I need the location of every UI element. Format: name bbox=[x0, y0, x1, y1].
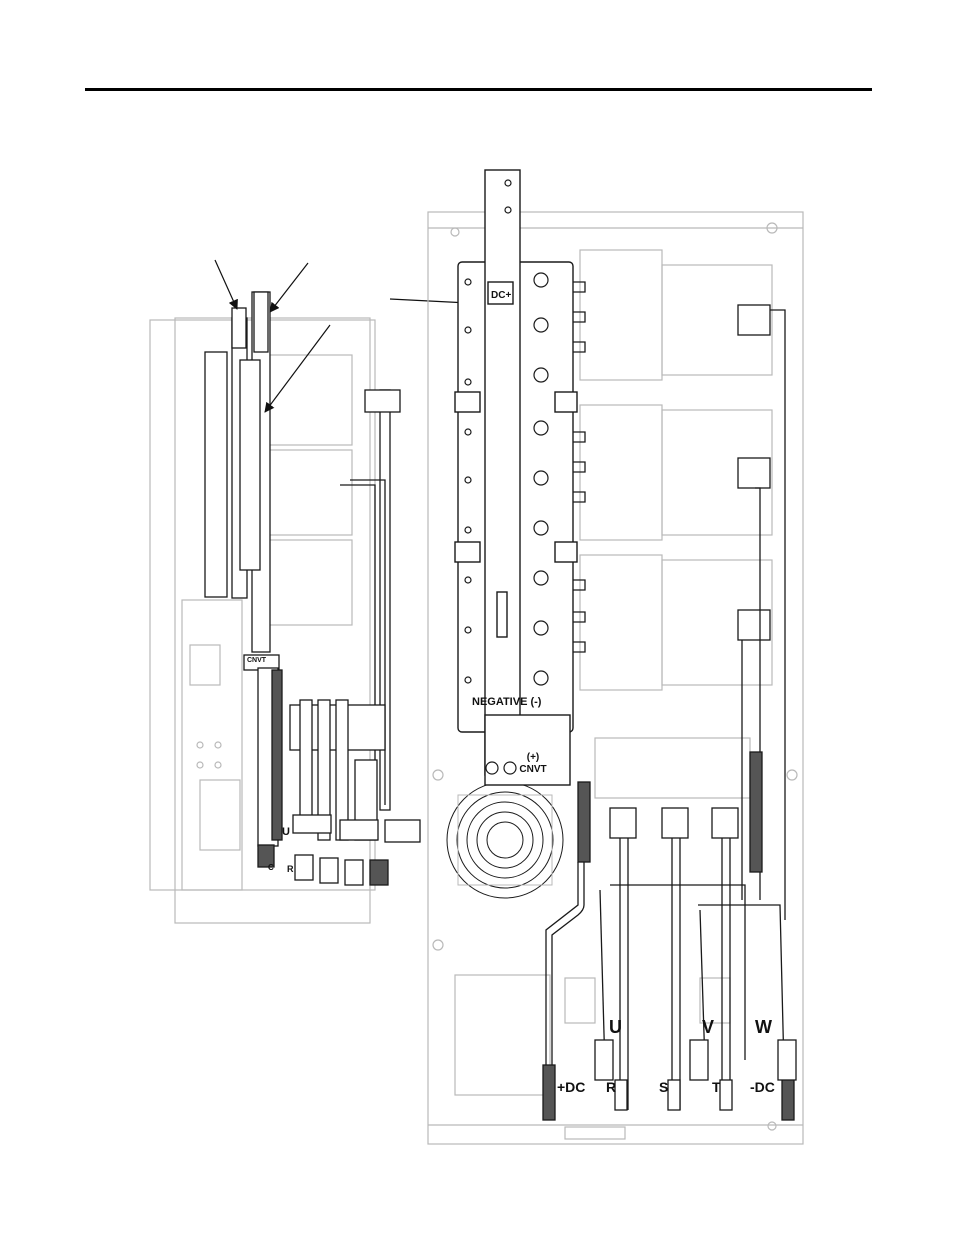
small-lug-r bbox=[340, 820, 378, 840]
ghost-module-1 bbox=[580, 250, 662, 380]
callout-arrow-2 bbox=[270, 263, 308, 312]
small-window bbox=[190, 645, 220, 685]
callout-arrow-1 bbox=[215, 260, 237, 309]
callout-arrow-3 bbox=[265, 325, 330, 412]
small-center-busbar bbox=[240, 360, 260, 570]
terminal-t-label: T bbox=[712, 1079, 721, 1095]
terminal-plus-dc-label: +DC bbox=[557, 1079, 585, 1095]
lug-mid-right bbox=[738, 458, 770, 488]
ghost-lower-block bbox=[595, 738, 750, 798]
plus-dc-cable-end bbox=[543, 1065, 555, 1120]
negative-label: NEGATIVE (-) bbox=[472, 696, 542, 708]
cnvt-plus-label: (+) bbox=[527, 752, 540, 763]
terminal-u-label: U bbox=[609, 1017, 622, 1037]
terminal-s-label: S bbox=[659, 1079, 668, 1095]
small-cnvt-label: CNVT bbox=[247, 657, 267, 664]
small-ghost-module-3 bbox=[262, 540, 352, 625]
small-terminal-block bbox=[200, 780, 240, 850]
small-lug-u bbox=[293, 815, 331, 833]
lug-u-top bbox=[610, 808, 636, 838]
small-lower-left-panel bbox=[182, 600, 242, 890]
cooling-fan bbox=[447, 782, 563, 898]
ghost-terminal-block bbox=[455, 975, 550, 1095]
negative-busbar-assembly bbox=[455, 170, 577, 785]
ghost-module-3 bbox=[580, 555, 662, 690]
cnvt-label: CNVT bbox=[519, 764, 546, 775]
lug-w-top bbox=[712, 808, 738, 838]
terminal-w-label: W bbox=[755, 1017, 772, 1037]
ghost-module-2 bbox=[580, 405, 662, 540]
small-lug-t bbox=[385, 820, 420, 842]
terminal-minus-dc-label: -DC bbox=[750, 1079, 775, 1095]
small-u-label: U bbox=[282, 826, 290, 838]
lug-v-top bbox=[662, 808, 688, 838]
busbar-clips bbox=[573, 282, 585, 652]
dc-plus-label: DC+ bbox=[491, 290, 511, 301]
small-ghost-module-2 bbox=[262, 450, 352, 535]
terminal-v-label: V bbox=[702, 1017, 714, 1037]
dc-plus-busbar bbox=[485, 170, 520, 775]
small-left-busbar bbox=[205, 352, 227, 597]
terminal-r-label: R bbox=[606, 1079, 616, 1095]
lug-top-right bbox=[738, 305, 770, 335]
small-r-label: R bbox=[287, 864, 294, 874]
small-drive-busbars bbox=[205, 292, 420, 885]
small-ghost-module-1 bbox=[262, 355, 352, 445]
small-c-label: C bbox=[268, 863, 274, 872]
output-cables bbox=[543, 305, 796, 1120]
lug-low-right bbox=[738, 610, 770, 640]
